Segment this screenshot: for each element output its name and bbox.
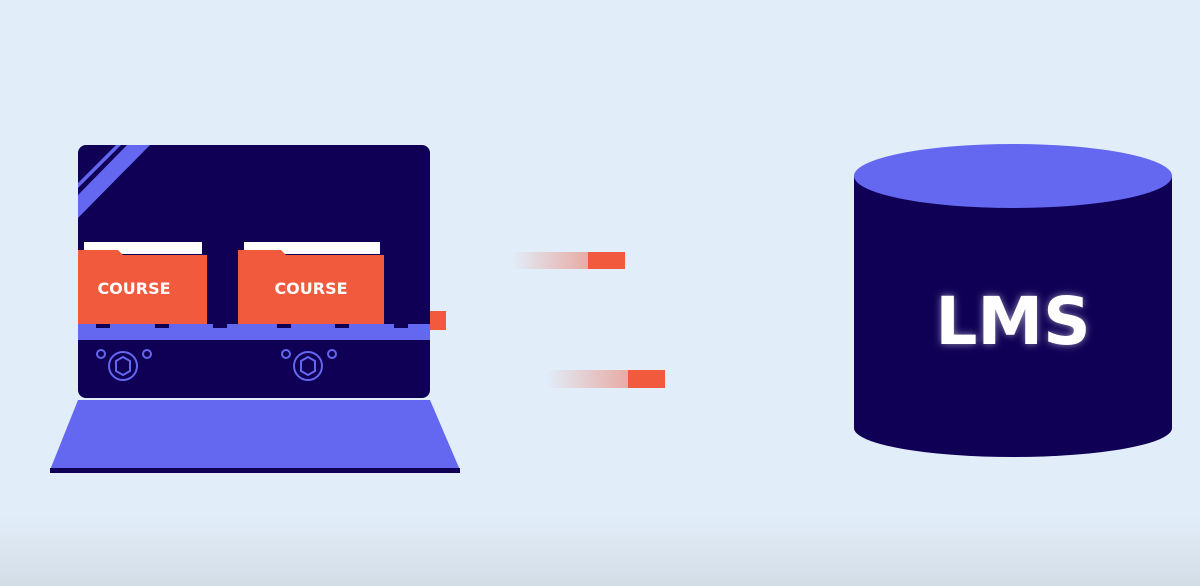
folder-icon: COURSE [238, 242, 384, 324]
folder-label: COURSE [97, 279, 170, 298]
laptop-icon: COURSE COURSE [50, 145, 460, 473]
cylinder-body [854, 176, 1172, 457]
lms-label: LMS [935, 283, 1090, 360]
folder-icon: COURSE [78, 242, 207, 324]
streak-head [628, 370, 665, 388]
laptop-base [50, 400, 460, 470]
folder-label: COURSE [274, 279, 347, 298]
motion-streak-icon [512, 252, 625, 269]
folder-body [238, 250, 384, 324]
gear-icon [96, 349, 152, 381]
screen-glare [78, 145, 150, 218]
streak-trail [512, 252, 588, 269]
conveyor-pegs [96, 324, 408, 328]
exiting-block [430, 311, 446, 330]
conveyor-belt [78, 324, 430, 340]
folder-body [78, 250, 207, 324]
cylinder-top [854, 144, 1172, 208]
screen-glare-thin [78, 145, 121, 188]
streak-trail [546, 370, 628, 388]
motion-streak-icon [546, 370, 665, 388]
streak-head [588, 252, 625, 269]
database-cylinder-icon: LMS [854, 144, 1172, 457]
gear-icon [281, 349, 337, 381]
laptop-base-edge [50, 468, 460, 473]
